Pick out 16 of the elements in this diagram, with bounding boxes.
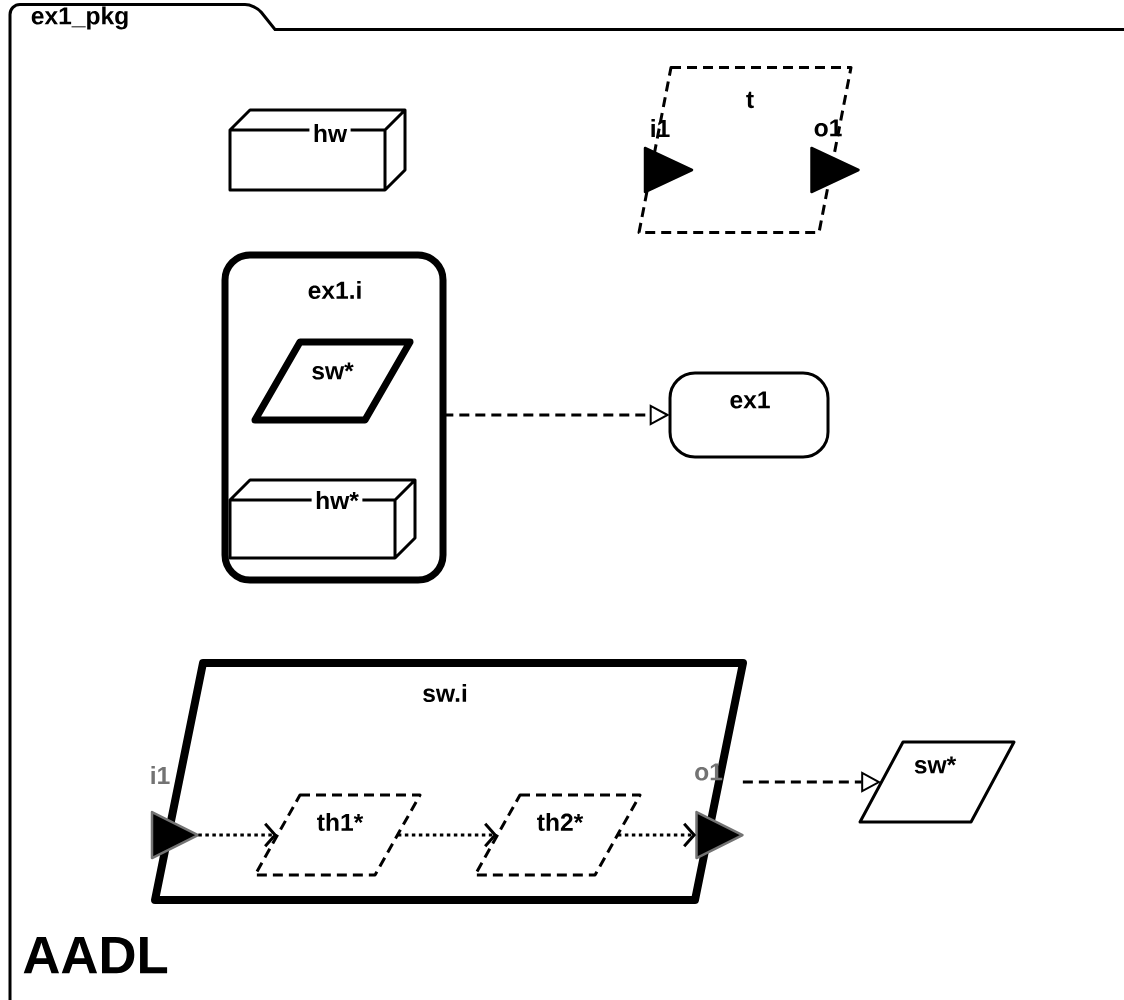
cube-box: hw bbox=[228, 108, 407, 192]
port-triangle: i1 bbox=[150, 766, 200, 860]
cube-box: hw* bbox=[228, 478, 417, 560]
arrow bbox=[198, 822, 278, 848]
rounded-box: ex1 bbox=[668, 371, 830, 459]
parallelogram-box: th1* bbox=[253, 793, 422, 877]
port-triangle: i1 bbox=[643, 119, 694, 194]
arrow bbox=[397, 822, 498, 848]
node-label: i1 bbox=[151, 766, 170, 784]
parallelogram-box: sw* bbox=[858, 740, 1016, 824]
parallelogram-box: th2* bbox=[473, 793, 642, 877]
parallelogram-box: sw* bbox=[251, 338, 414, 424]
node-label: i1 bbox=[651, 119, 670, 137]
node-label: o1 bbox=[814, 119, 842, 137]
arrow bbox=[617, 822, 697, 848]
heading-text: AADL bbox=[23, 936, 168, 974]
